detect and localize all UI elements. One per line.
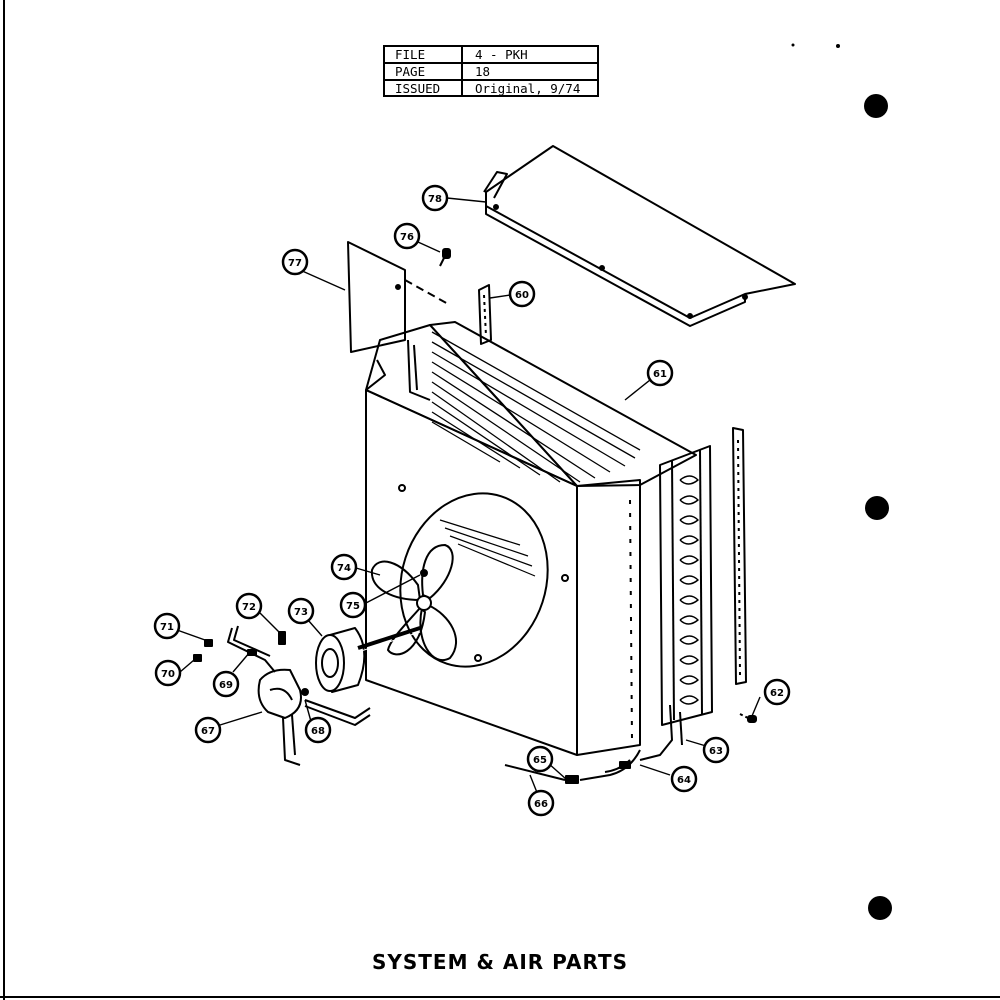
file-label: FILE [385, 47, 463, 64]
callout-62: 62 [763, 678, 791, 706]
bolt-72 [278, 631, 286, 645]
svg-text:61: 61 [653, 369, 667, 380]
fan-blade [370, 544, 457, 661]
svg-text:72: 72 [242, 602, 256, 613]
svg-text:70: 70 [161, 669, 175, 680]
coil-mounting-strip [732, 427, 747, 685]
svg-text:60: 60 [515, 290, 529, 301]
screw-76 [439, 248, 451, 267]
callout-72: 72 [235, 592, 263, 620]
svg-text:67: 67 [201, 726, 215, 737]
vertical-bracket [478, 284, 492, 345]
binder-hole-top [864, 94, 888, 118]
callout-67: 67 [194, 716, 222, 744]
svg-text:77: 77 [288, 258, 302, 269]
issued-label: ISSUED [385, 81, 463, 96]
page-label: PAGE [385, 64, 463, 81]
binder-hole-bottom [868, 896, 892, 920]
svg-text:65: 65 [533, 755, 547, 766]
binder-hole-middle [865, 496, 889, 520]
mounting-rod [227, 625, 276, 673]
page-value: 18 [463, 64, 597, 81]
svg-text:63: 63 [709, 746, 723, 757]
svg-text:69: 69 [219, 680, 233, 691]
top-cover-panel [483, 145, 796, 327]
callout-60: 60 [508, 280, 536, 308]
callout-bubbles: 78 76 77 60 61 62 63 64 65 66 67 68 69 7… [153, 184, 791, 817]
callout-64: 64 [670, 765, 698, 793]
page-edge-bottom [0, 996, 1000, 998]
svg-text:62: 62 [770, 688, 784, 699]
svg-text:75: 75 [346, 601, 360, 612]
callout-leaders [176, 197, 761, 796]
callout-71: 71 [153, 612, 181, 640]
svg-text:64: 64 [677, 775, 691, 786]
callout-68: 68 [304, 716, 332, 744]
issued-value: Original, 9/74 [475, 81, 581, 96]
svg-text:74: 74 [337, 563, 351, 574]
svg-text:71: 71 [160, 622, 174, 633]
callout-69: 69 [212, 670, 240, 698]
callout-76: 76 [393, 222, 421, 250]
callout-65: 65 [526, 745, 554, 773]
condenser-coil [639, 445, 713, 761]
screw-62 [739, 713, 757, 723]
svg-text:78: 78 [428, 194, 442, 205]
condenser-cabinet [365, 321, 697, 756]
callout-77: 77 [281, 248, 309, 276]
fan-motor [315, 626, 421, 693]
callout-70: 70 [154, 659, 182, 687]
callout-75: 75 [339, 591, 367, 619]
scan-speck [836, 44, 840, 48]
page-title: SYSTEM & AIR PARTS [372, 950, 628, 974]
callout-78: 78 [421, 184, 449, 212]
svg-text:68: 68 [311, 726, 325, 737]
file-info-box: FILE 4 - PKH PAGE 18 ISSUED Original, 9/… [383, 45, 599, 97]
scan-speck [791, 43, 795, 47]
nut-71 [204, 639, 213, 647]
callout-66: 66 [527, 789, 555, 817]
svg-text:73: 73 [294, 607, 308, 618]
callout-73: 73 [287, 597, 315, 625]
side-panel [347, 241, 451, 353]
washer-70 [193, 654, 202, 662]
callout-61: 61 [646, 359, 674, 387]
refrigerant-tubing [504, 749, 641, 784]
svg-text:76: 76 [400, 232, 414, 243]
svg-text:66: 66 [534, 799, 548, 810]
file-value: 4 - PKH [463, 47, 597, 64]
page-edge-left [3, 0, 5, 1000]
callout-74: 74 [330, 553, 358, 581]
callout-63: 63 [702, 736, 730, 764]
